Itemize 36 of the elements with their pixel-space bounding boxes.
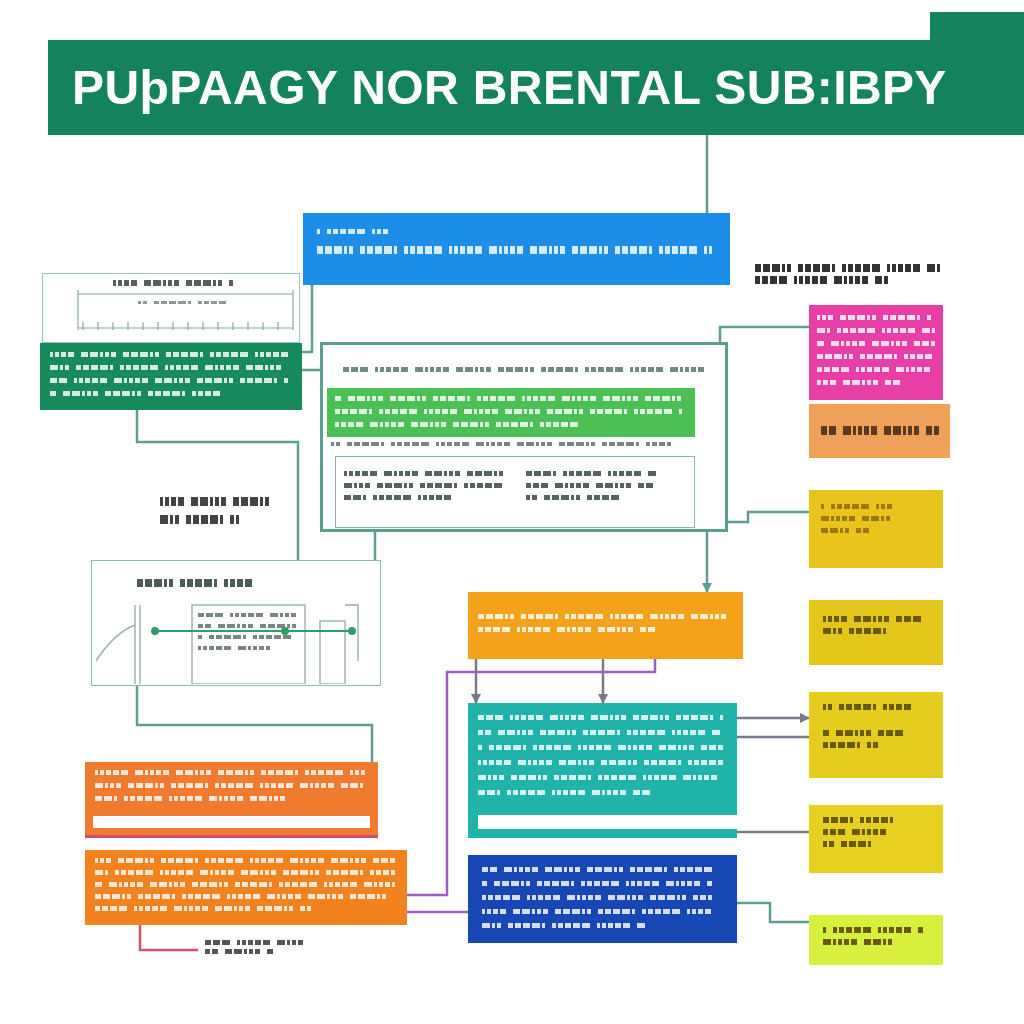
frame-box [320,342,728,532]
frame-box [335,456,695,528]
process-box [809,915,943,965]
process-box [809,692,943,778]
title-banner [48,12,1024,135]
connector-line [737,830,809,834]
process-box [327,388,695,437]
connector-line [135,410,300,560]
process-box [809,404,950,458]
process-box [809,805,943,873]
process-box [809,490,943,568]
connector-line [407,910,468,914]
arrow [737,713,810,723]
arrow [471,659,481,704]
process-box [468,592,743,659]
process-box [85,850,407,925]
process-box [40,343,302,410]
connector-line [728,510,809,524]
connector-line [373,532,377,560]
arrow [702,532,712,593]
arrow [598,659,608,704]
process-box [468,703,737,838]
connector-line [302,285,314,354]
connector-line [718,325,809,342]
process-box [303,213,730,285]
connector-line [138,925,198,952]
process-box [809,305,943,400]
connector-line [705,135,709,213]
connector-line [737,735,809,739]
connector-line [135,686,374,762]
connector-line [407,659,657,897]
connector-line [737,901,809,924]
process-box [468,855,737,943]
title-text: PUþPAAGY NOR BRENTAL SUB:IBPY [72,60,947,115]
process-box [85,762,378,838]
process-box [809,600,943,665]
